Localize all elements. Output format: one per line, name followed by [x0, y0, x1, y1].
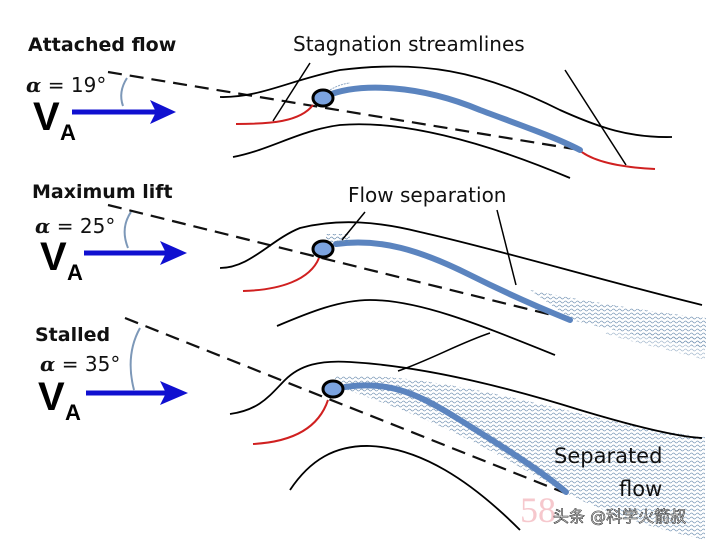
watermark-number: 58	[520, 490, 556, 530]
callout-flow-separation: Flow separation	[348, 183, 506, 207]
alpha-symbol: α	[35, 214, 50, 238]
panel-title: Attached flow	[28, 34, 176, 56]
angle-arc	[123, 211, 132, 249]
streamline-lower	[276, 299, 556, 356]
velocity-subscript: A	[60, 120, 76, 145]
velocity-subscript: A	[65, 400, 81, 425]
callout-separated: Separated	[554, 444, 662, 468]
watermark: 58 头条 @科学火箭叔	[520, 490, 686, 530]
streamline-upper	[219, 65, 673, 138]
callout-leader-front	[272, 62, 311, 122]
velocity-arrow-head	[160, 381, 188, 405]
callout-stagnation-streamlines: Stagnation streamlines	[293, 32, 525, 56]
streamline-upper	[229, 360, 703, 439]
velocity-label: V	[33, 95, 60, 139]
chord-line	[124, 316, 571, 497]
streamline-lower	[289, 445, 521, 531]
alpha-label: α = 35°	[40, 352, 120, 376]
watermark-text: 头条 @科学火箭叔	[553, 507, 686, 526]
velocity-label: V	[40, 235, 67, 279]
alpha-value: = 35°	[55, 352, 120, 376]
alpha-symbol: α	[26, 73, 41, 97]
leading-edge-disturbance	[329, 82, 351, 91]
airfoil-leading-edge	[321, 379, 345, 399]
chord-line	[107, 70, 581, 152]
stagnation-streamline-front	[235, 104, 314, 125]
upstream-wake-continuation	[600, 332, 705, 360]
angle-arc	[120, 77, 128, 107]
separated-flow-region	[530, 290, 706, 348]
alpha-symbol: α	[40, 352, 55, 376]
streamline-lower	[232, 123, 571, 179]
panel-title: Stalled	[35, 324, 110, 346]
callout-leader-rear	[564, 69, 627, 166]
airfoil-leading-edge	[311, 88, 335, 108]
alpha-label: α = 19°	[26, 73, 106, 97]
panel-title: Maximum lift	[32, 181, 173, 203]
airfoil	[342, 382, 569, 495]
streamline-upstream-tail	[397, 332, 491, 372]
airfoil-leading-edge	[311, 239, 335, 259]
panel-maximum-lift: Maximum lift α = 25° V A Flow separation	[32, 181, 706, 356]
velocity-subscript: A	[67, 260, 83, 285]
alpha-value: = 19°	[41, 73, 106, 97]
angle-arc	[129, 327, 141, 391]
velocity-arrow-head	[160, 241, 187, 265]
stagnation-streamline-rear	[577, 148, 656, 170]
callout-leader-rear	[496, 209, 517, 286]
stagnation-streamline-front	[242, 257, 320, 292]
alpha-label: α = 25°	[35, 214, 115, 238]
callout-leader-front	[341, 211, 366, 241]
stagnation-streamline-front	[252, 399, 329, 445]
panel-stalled: Stalled α = 35° V A Separated flow	[35, 316, 705, 540]
airfoil	[333, 239, 573, 323]
velocity-label: V	[38, 375, 65, 419]
airfoil	[323, 84, 583, 153]
panel-attached-flow: Attached flow α = 19° V A Stagnation str…	[26, 32, 673, 179]
velocity-arrow-head	[150, 100, 176, 124]
alpha-value: = 25°	[50, 214, 115, 238]
leading-edge-separation	[326, 234, 350, 242]
callout-flow: flow	[619, 477, 662, 501]
streamline-upper	[219, 221, 703, 306]
chord-line	[107, 203, 573, 322]
